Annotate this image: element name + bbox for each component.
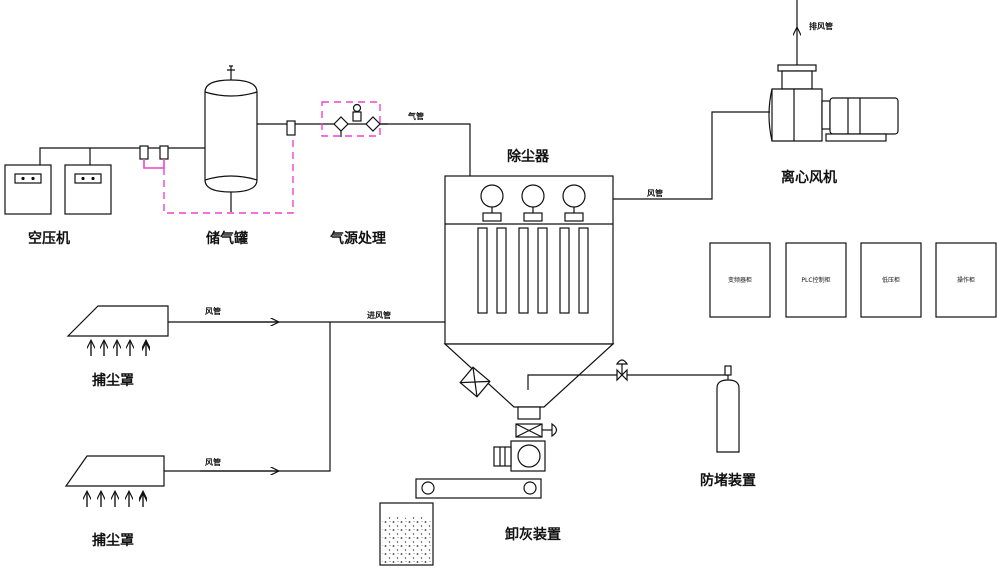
unloading-label: 卸灰装置 (505, 526, 561, 543)
storage-tank (204, 65, 258, 212)
cabinet-3 (860, 242, 922, 318)
air-pipe-to-collector (380, 123, 471, 176)
inline-filter-2 (159, 145, 169, 160)
anti-block-label: 防堵装置 (700, 472, 756, 489)
gas-cylinder (716, 365, 740, 453)
air-treatment-label: 气源处理 (329, 230, 386, 247)
fan-inlet-duct (613, 111, 770, 200)
cabinet-1 (709, 242, 771, 318)
ash-bin (379, 502, 434, 566)
air-compressor-1 (4, 164, 52, 215)
dust-collector (443, 175, 615, 408)
dust-hood-1 (66, 305, 169, 356)
hood-2-duct-label: 风管 (205, 457, 221, 467)
main-duct-label: 进风管 (367, 310, 391, 320)
cabinet-4-label: 操作柜 (957, 276, 975, 284)
dust-collector-label: 除尘器 (507, 148, 550, 165)
fan-duct-label: 风管 (647, 188, 663, 198)
filter-drain-line (143, 159, 165, 169)
air-pipe-label: 气管 (407, 111, 424, 121)
cabinet-2 (785, 242, 847, 318)
tank-outlet-filter (286, 120, 296, 136)
air-treatment-unit (321, 101, 388, 137)
compressor-pipe (39, 147, 205, 165)
cabinet-1-label: 变频器柜 (728, 276, 752, 284)
cabinet-2-label: PLC控制柜 (801, 276, 830, 284)
hood-1-label: 捕尘罩 (92, 372, 134, 389)
control-cabinets (709, 242, 997, 318)
pneumatic-drain-line (163, 135, 294, 214)
hood-2-airflow-arrows (87, 492, 143, 507)
hood-1-airflow-arrows (91, 341, 146, 356)
unloading-device (415, 406, 558, 499)
cabinet-3-label: 低压柜 (882, 276, 900, 284)
air-compressor-2 (64, 164, 112, 215)
storage-tank-label: 储气罐 (205, 230, 248, 247)
anti-block-valve (615, 359, 629, 382)
hood-2-label: 捕尘罩 (92, 532, 134, 549)
cabinet-4 (935, 242, 997, 318)
anti-block-pipe (527, 374, 729, 390)
hood-1-duct-label: 风管 (205, 306, 221, 316)
inline-filter-1 (139, 145, 149, 160)
hood-2-duct (164, 322, 331, 472)
air-compressor-label: 空压机 (28, 230, 70, 247)
centrifugal-fan (768, 64, 899, 142)
exhaust-duct-label: 排风管 (809, 21, 833, 31)
centrifugal-fan-label: 离心风机 (781, 169, 837, 186)
